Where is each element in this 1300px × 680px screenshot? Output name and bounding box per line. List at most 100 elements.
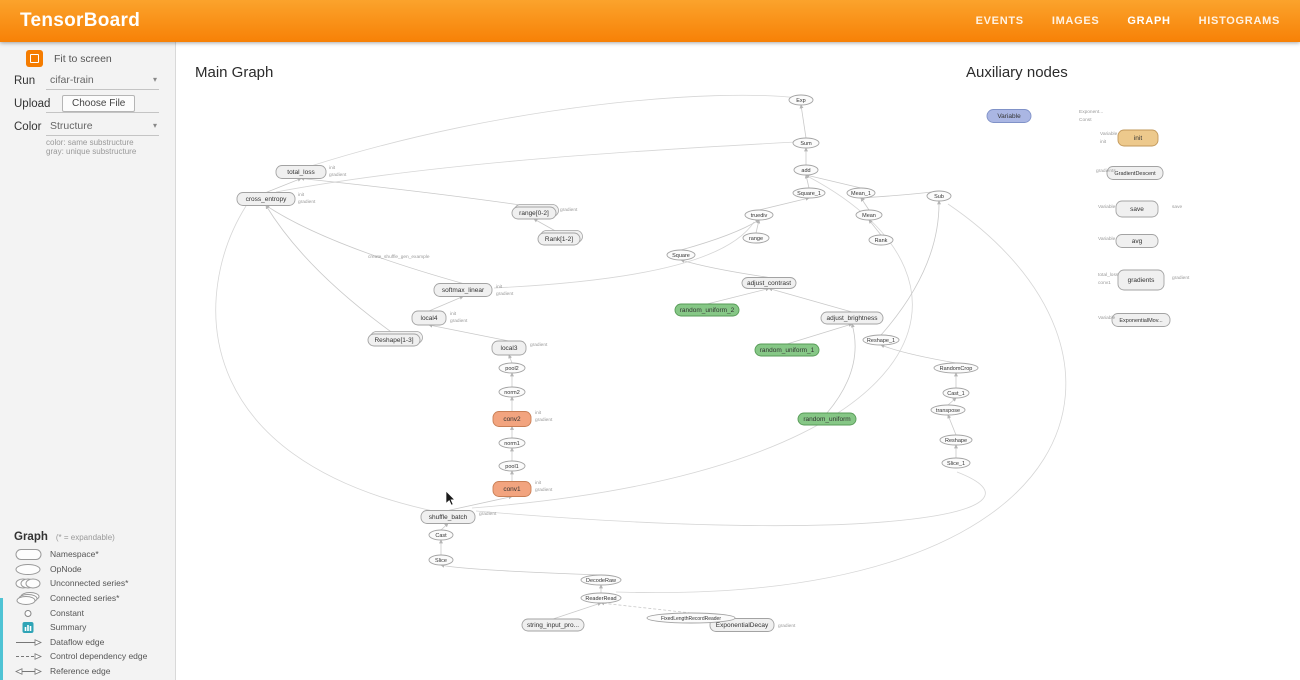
graph-node-norm1[interactable]: norm1 [498,437,526,449]
svg-text:FixedLengthRecordReader: FixedLengthRecordReader [661,616,721,622]
graph-node-mean_1[interactable]: Mean_1 [846,187,876,199]
graph-node-reshape_1[interactable]: Reshape_1 [862,334,900,346]
graph-edge [440,563,602,576]
graph-node-exponential_decay[interactable]: ExponentialDecay [709,618,775,632]
graph-node-fixed_length[interactable]: FixedLengthRecordReader [646,612,736,624]
graph-annotation: init [535,480,542,486]
svg-text:local3: local3 [501,345,518,352]
graph-edge [428,295,464,312]
nav-tab-images[interactable]: IMAGES [1051,15,1100,27]
graph-annotation: gradient [535,417,553,423]
graph-node-shuffle_batch[interactable]: shuffle_batch [420,510,476,524]
nav-tab-histograms[interactable]: HISTOGRAMS [1198,15,1280,27]
svg-text:cross_entropy: cross_entropy [246,196,288,203]
run-select[interactable]: cifar-train [46,72,159,90]
svg-text:norm1: norm1 [504,441,520,447]
fit-to-screen-icon[interactable] [26,50,43,67]
app-title: TensorBoard [20,10,141,31]
graph-node-transpose[interactable]: transpose [930,404,966,416]
svg-text:Slice_1: Slice_1 [947,461,965,467]
graph-node-aux_avg[interactable]: avg [1115,234,1159,248]
graph-node-conv2[interactable]: conv2 [492,411,532,427]
graph-node-adjust_brightness[interactable]: adjust_brightness [820,311,884,325]
graph-canvas[interactable]: total_loss cross_entropy range[0-2] Rank[1-… [176,42,1300,680]
graph-node-sub[interactable]: Sub [926,190,952,202]
choose-file-button[interactable]: Choose File [62,95,136,112]
graph-node-reshape_op[interactable]: Reshape [939,434,973,446]
graph-node-aux_exponential_moving[interactable]: ExponentialMov... [1111,313,1171,327]
graph-annotation: gradients [1096,168,1116,174]
graph-node-exp[interactable]: Exp [788,94,814,106]
graph-edge [826,323,856,414]
graph-node-local4[interactable]: local4 [411,310,447,326]
graph-edge [440,523,449,531]
svg-text:conv2: conv2 [503,416,521,423]
graph-node-truediv[interactable]: truediv [744,209,774,221]
svg-text:random_uniform: random_uniform [803,416,850,423]
graph-node-reader_read[interactable]: ReaderRead [580,592,622,604]
graph-node-conv1[interactable]: conv1 [492,481,532,497]
graph-node-aux_save[interactable]: save [1115,200,1159,218]
sidebar-scrollbar[interactable] [0,598,3,680]
graph-node-aux_gradients[interactable]: gradients [1117,269,1165,291]
graph-annotation: gradient [479,511,497,517]
graph-node-random_crop[interactable]: RandomCrop [933,362,979,374]
graph-node-square_1[interactable]: Square_1 [792,187,826,199]
color-select[interactable]: Structure [46,118,159,136]
svg-text:gradients: gradients [1128,277,1155,284]
graph-edge [805,173,862,189]
graph-node-sum[interactable]: Sum [792,137,820,149]
graph-annotation: init [329,165,336,171]
graph-node-range_op[interactable]: range [742,232,770,244]
graph-annotation: gradient [560,207,578,213]
graph-node-aux_variable[interactable]: Variable [986,109,1032,123]
graph-node-add[interactable]: add [793,164,819,176]
svg-text:random_uniform_2: random_uniform_2 [680,307,735,314]
svg-text:adjust_brightness: adjust_brightness [827,315,879,322]
graph-node-decode_raw[interactable]: DecodeRaw [580,574,622,586]
graph-node-string_input[interactable]: string_input_pro... [521,618,585,632]
graph-node-range_series[interactable]: range[0-2] [511,204,559,220]
svg-text:pool2: pool2 [505,366,518,372]
graph-node-rank_series[interactable]: Rank[1-2] [537,230,583,246]
svg-text:Sub: Sub [934,194,944,200]
graph-node-random_uniform[interactable]: random_uniform [797,412,857,426]
graph-node-adjust_contrast[interactable]: adjust_contrast [741,277,797,289]
svg-text:RandomCrop: RandomCrop [940,366,973,372]
graph-node-norm2[interactable]: norm2 [498,386,526,398]
svg-text:DecodeRaw: DecodeRaw [586,578,616,584]
graph-edge [680,259,770,278]
graph-node-pool1[interactable]: pool1 [498,460,526,472]
graph-node-local3[interactable]: local3 [491,340,527,356]
graph-node-mean[interactable]: Mean [855,209,883,221]
auxiliary-nodes-title: Auxiliary nodes [966,64,1068,81]
graph-node-square[interactable]: Square [666,249,696,261]
graph-node-cross_entropy[interactable]: cross_entropy [236,192,296,206]
graph-annotation: init [535,410,542,416]
graph-annotation: Variable [1098,236,1116,242]
graph-node-aux_gradient_descent[interactable]: GradientDescent [1106,166,1164,180]
graph-edge [758,196,810,211]
constant-icon [24,609,32,617]
graph-edge [799,104,807,139]
graph-node-slice_1[interactable]: Slice_1 [941,457,971,469]
connected-series-icon [16,592,40,606]
graph-node-cast_1[interactable]: Cast_1 [942,387,970,399]
fit-to-screen[interactable]: Fit to screen [26,50,112,67]
graph-node-aux_init[interactable]: init [1117,129,1159,147]
nav-tab-events[interactable]: EVENTS [975,15,1024,27]
graph-node-total_loss[interactable]: total_loss [275,165,327,179]
graph-node-pool2[interactable]: pool2 [498,362,526,374]
graph-node-softmax_linear[interactable]: softmax_linear [433,283,493,297]
graph-node-reshape_series[interactable]: Reshape[1-3] [367,331,423,347]
graph-edge [804,174,810,189]
legend-item-control-dependency-edge: Control dependency edge [14,649,171,664]
graph-node-random_uniform_1[interactable]: random_uniform_1 [754,343,820,357]
nav-tab-graph[interactable]: GRAPH [1127,15,1171,27]
graph-node-rank_op[interactable]: Rank [868,234,894,246]
graph-node-slice[interactable]: Slice [428,554,454,566]
graph-node-random_uniform_2[interactable]: random_uniform_2 [674,303,740,317]
graph-node-cast[interactable]: Cast [428,529,454,541]
legend-expandable-note: (* = expandable) [55,533,115,542]
graph-annotation: Exponent... [1079,109,1103,115]
